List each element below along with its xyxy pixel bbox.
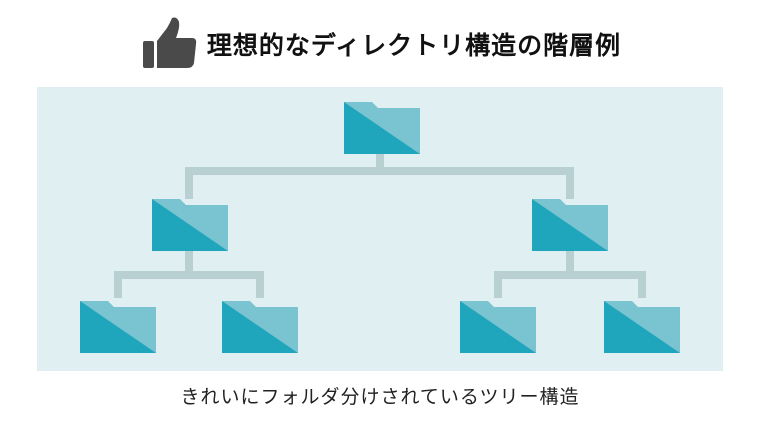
folder-icon — [80, 301, 156, 353]
folder-nodes — [80, 102, 680, 353]
tree-connectors — [114, 153, 646, 298]
diagram-caption: きれいにフォルダ分けされているツリー構造 — [180, 386, 580, 408]
folder-icon — [604, 301, 680, 353]
folder-icon — [344, 102, 420, 154]
folder-icon — [152, 199, 228, 251]
folder-icon — [460, 301, 536, 353]
directory-tree — [80, 102, 680, 353]
thumbs-up-icon — [142, 17, 197, 68]
directory-tree-diagram — [37, 87, 723, 371]
header: 理想的なディレクトリ構造の階層例 — [0, 14, 760, 74]
folder-icon — [532, 199, 608, 251]
folder-icon — [222, 301, 298, 353]
page-title: 理想的なディレクトリ構造の階層例 — [206, 31, 622, 60]
